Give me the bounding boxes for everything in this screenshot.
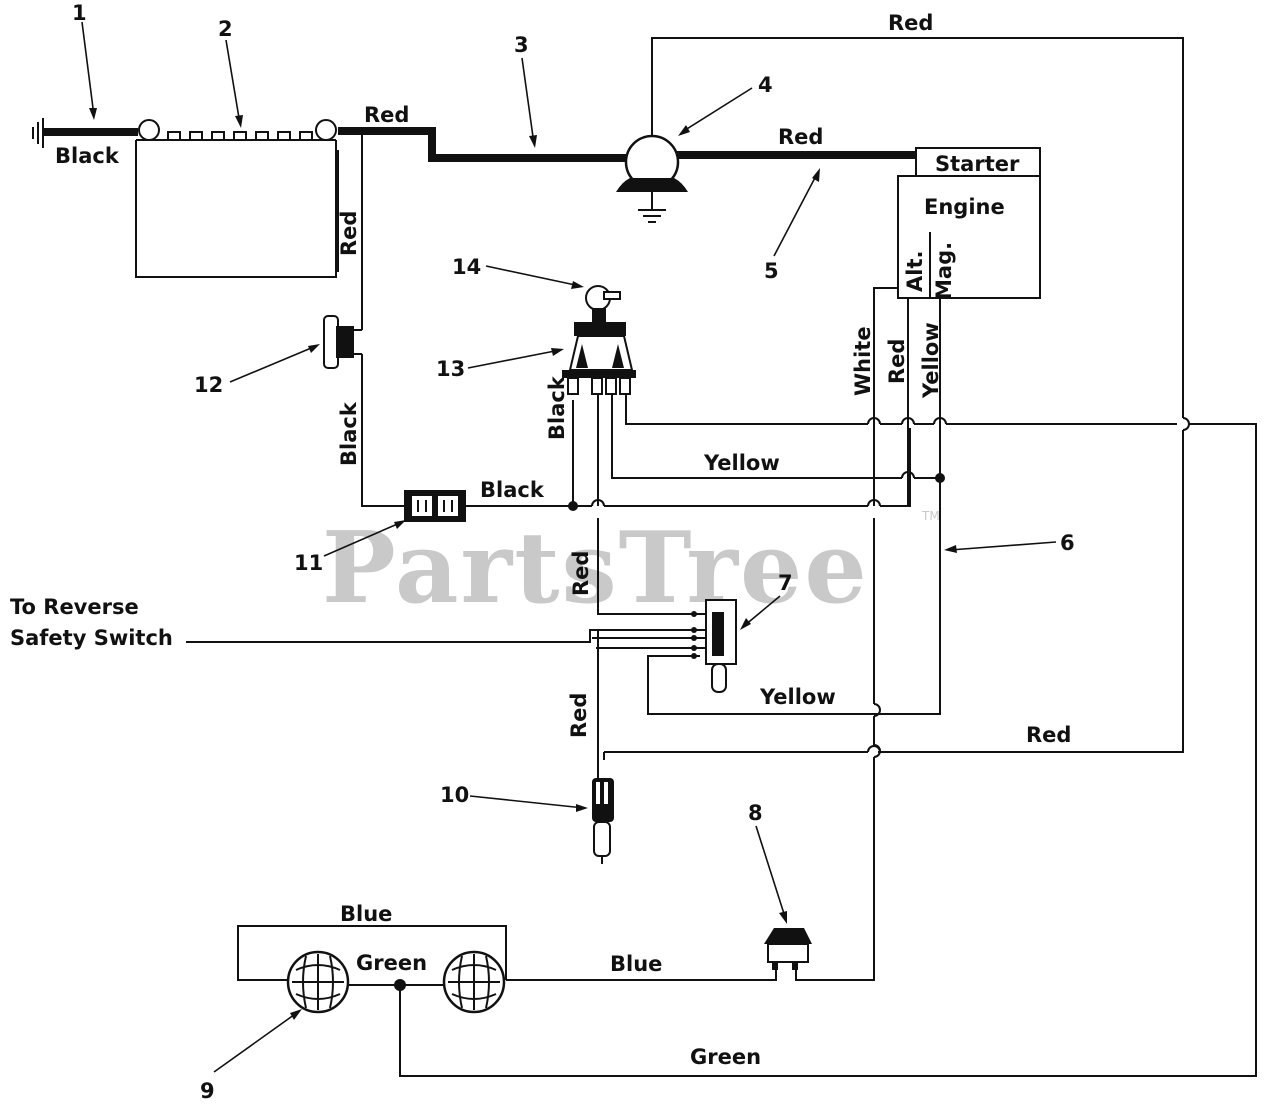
callout-14: 14 (452, 255, 481, 279)
callout-6: 6 (1060, 531, 1075, 555)
wire-label-green: Green (356, 951, 427, 975)
junction-dot (935, 473, 945, 483)
wire-label-red: Red (1026, 723, 1071, 747)
callout-10: 10 (440, 783, 469, 807)
wire-label-yellow: Yellow (703, 451, 780, 475)
battery-to-solenoid-cable (338, 127, 628, 162)
callout-12: 12 (194, 373, 223, 397)
wire-label-blue: Blue (610, 952, 662, 976)
wiring (186, 37, 1257, 1077)
wire-label-blue: Blue (340, 902, 392, 926)
ground-symbol-battery (32, 118, 44, 148)
wire-label-red: Red (337, 211, 361, 256)
alt-label: Alt. (903, 251, 927, 292)
wire-label-red: Red (567, 693, 591, 738)
ignition-switch (562, 322, 636, 395)
callout-1: 1 (72, 1, 87, 25)
wire-label-red: Red (569, 551, 593, 596)
watermark: PartsTree (322, 511, 869, 626)
headlight-right (442, 950, 506, 1014)
wire-label-white: White (851, 326, 875, 396)
engine-label: Engine (924, 195, 1005, 219)
callout-8: 8 (748, 801, 763, 825)
safety-switch (691, 599, 737, 693)
callout-pointers (81, 21, 1057, 1073)
reverse-switch-label: Safety Switch (10, 626, 173, 650)
light-switch (764, 928, 812, 970)
callout-7: 7 (778, 571, 793, 595)
wire-label-black: Black (545, 375, 569, 440)
callout-11: 11 (294, 551, 323, 575)
starter-label: Starter (935, 152, 1020, 176)
plug-connector (592, 778, 614, 864)
wire-label-red: Red (885, 339, 909, 384)
reverse-switch-label: To Reverse (10, 595, 139, 619)
wire-label-green: Green (690, 1045, 761, 1069)
wire-label-red: Red (778, 125, 823, 149)
battery (135, 119, 337, 278)
starter-solenoid (616, 134, 688, 223)
fuse-holder (323, 315, 362, 369)
callout-5: 5 (764, 259, 779, 283)
wire-label-yellow: Yellow (759, 685, 836, 709)
wire-label-black: Black (480, 478, 545, 502)
ignition-key (585, 285, 621, 324)
wire-label-black: Black (55, 144, 120, 168)
junction-dot (394, 979, 406, 991)
engine-block (897, 147, 1041, 299)
wire-label-yellow: Yellow (919, 322, 943, 399)
wire-label-red: Red (364, 103, 409, 127)
watermark-trademark: TM (921, 509, 940, 523)
connector-11 (404, 490, 466, 522)
junction-dot (568, 501, 578, 511)
callout-13: 13 (436, 357, 465, 381)
wire-label-red: Red (888, 11, 933, 35)
mag-label: Mag. (932, 242, 956, 300)
callout-4: 4 (758, 73, 773, 97)
callout-2: 2 (218, 17, 233, 41)
wire-label-black: Black (337, 401, 361, 466)
callout-3: 3 (514, 33, 529, 57)
callout-9: 9 (200, 1079, 215, 1103)
headlight-left (286, 950, 350, 1014)
